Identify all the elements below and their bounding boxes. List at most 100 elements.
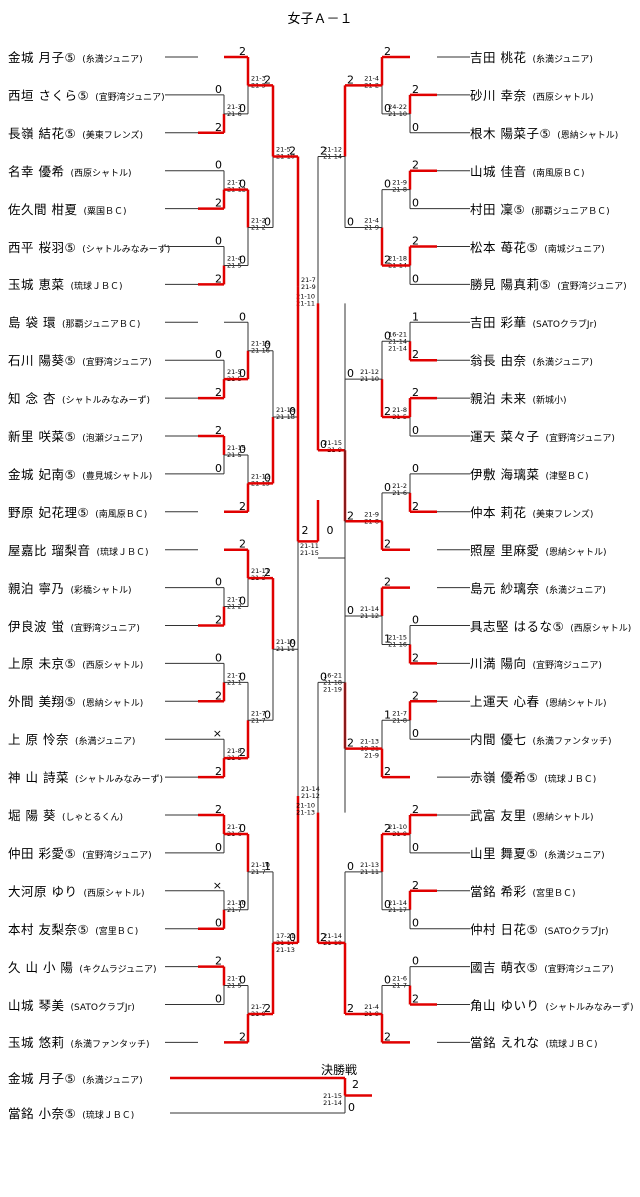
game-score: 21-7	[227, 596, 242, 604]
player-club: (恩納シャトル)	[532, 813, 594, 823]
game-score: 21-18	[276, 406, 295, 414]
match-score: 2	[412, 386, 419, 399]
right-player: 松本 苺花⑤(南城ジュニア)	[470, 238, 605, 256]
match-score: 2	[412, 348, 419, 361]
player-name: 新里 咲菜⑤	[8, 429, 77, 444]
right-player: 仲村 日花⑤(SATOクラブJr)	[470, 920, 608, 938]
player-name: 角山 ゆいり	[470, 997, 540, 1013]
match-score: 0	[347, 860, 354, 873]
game-score: 21-10	[296, 292, 315, 300]
match-score: 0	[239, 898, 246, 911]
right-player: 砂川 幸奈(西原シャトル)	[470, 86, 594, 104]
player-club: (琉球ＪＢＣ)	[96, 547, 149, 558]
right-player: 山城 佳音 (南風原ＢＣ)	[470, 162, 585, 180]
player-club: (宜野湾ジュニア)	[545, 434, 615, 444]
match-score: 2	[412, 159, 419, 172]
match-score: 2	[264, 73, 271, 86]
player-club: (糸満ジュニア)	[532, 358, 593, 369]
game-score: 21-13	[276, 946, 295, 954]
match-score: 2	[347, 1002, 354, 1015]
match-score: 2	[289, 144, 296, 157]
player-club: (恩納シャトル)	[545, 547, 607, 558]
player-club: (琉球ＪＢＣ)	[545, 1040, 598, 1051]
game-score: 17-21	[276, 932, 295, 940]
player-club: (宮里ＢＣ)	[532, 888, 576, 899]
match-score: 0	[289, 931, 296, 944]
match-score: 0	[239, 595, 246, 608]
player-club: (南風原ＢＣ)	[532, 168, 585, 179]
right-player: 國吉 萌衣⑤(宜野湾ジュニア)	[470, 958, 614, 976]
player-club: (糸満ファンタッチ)	[532, 737, 612, 748]
match-score: 1	[412, 310, 419, 323]
player-name: 上 原 怜奈	[8, 732, 69, 748]
match-score: 0	[412, 197, 419, 210]
player-club: (恩納シャトル)	[82, 699, 144, 710]
right-player: 島元 紗璃奈(糸満ジュニア)	[470, 579, 606, 597]
player-name: 外間 美翔⑤	[8, 694, 77, 710]
player-club: (西原シャトル)	[70, 168, 132, 179]
game-score: 16-21	[323, 671, 342, 679]
player-name: 神 山 詩菜	[8, 770, 69, 786]
match-score: 0	[215, 83, 222, 96]
player-name: 赤嶺 優希⑤	[470, 770, 539, 786]
match-score: 0	[384, 178, 391, 191]
game-score: 21-7	[227, 975, 242, 983]
match-score: 2	[264, 566, 271, 579]
right-player: 川満 陽向(宜野湾ジュニア)	[470, 654, 602, 672]
player-name: 仲本 莉花	[470, 504, 527, 520]
game-score: 21-5	[227, 368, 242, 376]
game-score: 21-15	[323, 439, 342, 447]
match-score: 2	[215, 955, 222, 968]
left-player: 金城 月子⑤(糸満ジュニア)	[8, 48, 143, 66]
game-score: 21-15	[227, 444, 246, 452]
player-club: (宜野湾ジュニア)	[544, 964, 614, 975]
player-club: (シャトルみなみーず)	[61, 396, 150, 407]
match-score: 0	[384, 481, 391, 494]
game-score: 21-8	[392, 406, 407, 414]
match-score: 2	[412, 689, 419, 702]
page-title: 女子Ａ－１	[287, 12, 353, 27]
player-club: (SATOクラブJr)	[544, 926, 609, 937]
player-name: 吉田 彩華	[470, 315, 527, 331]
left-player: 屋嘉比 瑠梨音 (琉球ＪＢＣ)	[8, 541, 149, 559]
player-name: 當銘 希彩	[470, 883, 527, 899]
game-score: 21-11	[296, 299, 315, 307]
match-score: 2	[384, 405, 391, 418]
match-score: 2	[347, 509, 354, 522]
right-player: 上運天 心春(恩納シャトル)	[470, 692, 607, 710]
match-score: 0	[239, 974, 246, 987]
final-label: 決勝戦	[321, 1063, 358, 1077]
player-name: 玉城 恵菜	[8, 277, 65, 293]
match-score: 0	[347, 367, 354, 380]
player-club: (宮里ＢＣ)	[95, 926, 139, 937]
player-club: (シャトルみなみーず)	[74, 775, 163, 786]
player-name: 佐久間 柑夏	[8, 201, 78, 217]
game-score: 21-12	[323, 145, 342, 153]
final-player: 當銘 小奈⑤(琉球ＪＢＣ)	[8, 1104, 134, 1122]
match-score: 2	[239, 538, 246, 551]
left-player: 知 念 杏(シャトルみなみーず)	[8, 389, 150, 407]
match-score: 2	[384, 253, 391, 266]
player-club: (那覇ジュニアＢＣ)	[531, 206, 610, 217]
player-name: 親泊 未来	[470, 391, 527, 407]
match-score: 1	[384, 708, 391, 721]
player-name: 運天 菜々子	[470, 429, 540, 444]
match-score: 2	[412, 500, 419, 513]
player-name: 屋嘉比 瑠梨音	[8, 542, 91, 558]
player-club: (糸満ジュニア)	[545, 585, 606, 596]
game-score: 21-10	[227, 899, 246, 907]
match-score: 0	[320, 670, 327, 683]
player-club: (シャトルみなみーず)	[545, 1002, 634, 1013]
match-score: 0	[289, 637, 296, 650]
game-score: 21-10	[276, 638, 295, 646]
left-player: 伊良波 蛍(宜野湾ジュニア)	[8, 617, 140, 635]
match-score: 0	[215, 917, 222, 930]
match-score: 2	[215, 424, 222, 437]
player-club: (西原シャトル)	[83, 888, 145, 899]
player-name: 具志堅 はるな⑤	[470, 618, 565, 634]
left-player: 外間 美翔⑤ (恩納シャトル)	[8, 692, 143, 710]
player-name: 山城 佳音	[470, 163, 527, 179]
match-score: 0	[215, 651, 222, 664]
match-score: 0	[264, 216, 271, 229]
player-name: 石川 陽葵⑤	[8, 353, 77, 369]
